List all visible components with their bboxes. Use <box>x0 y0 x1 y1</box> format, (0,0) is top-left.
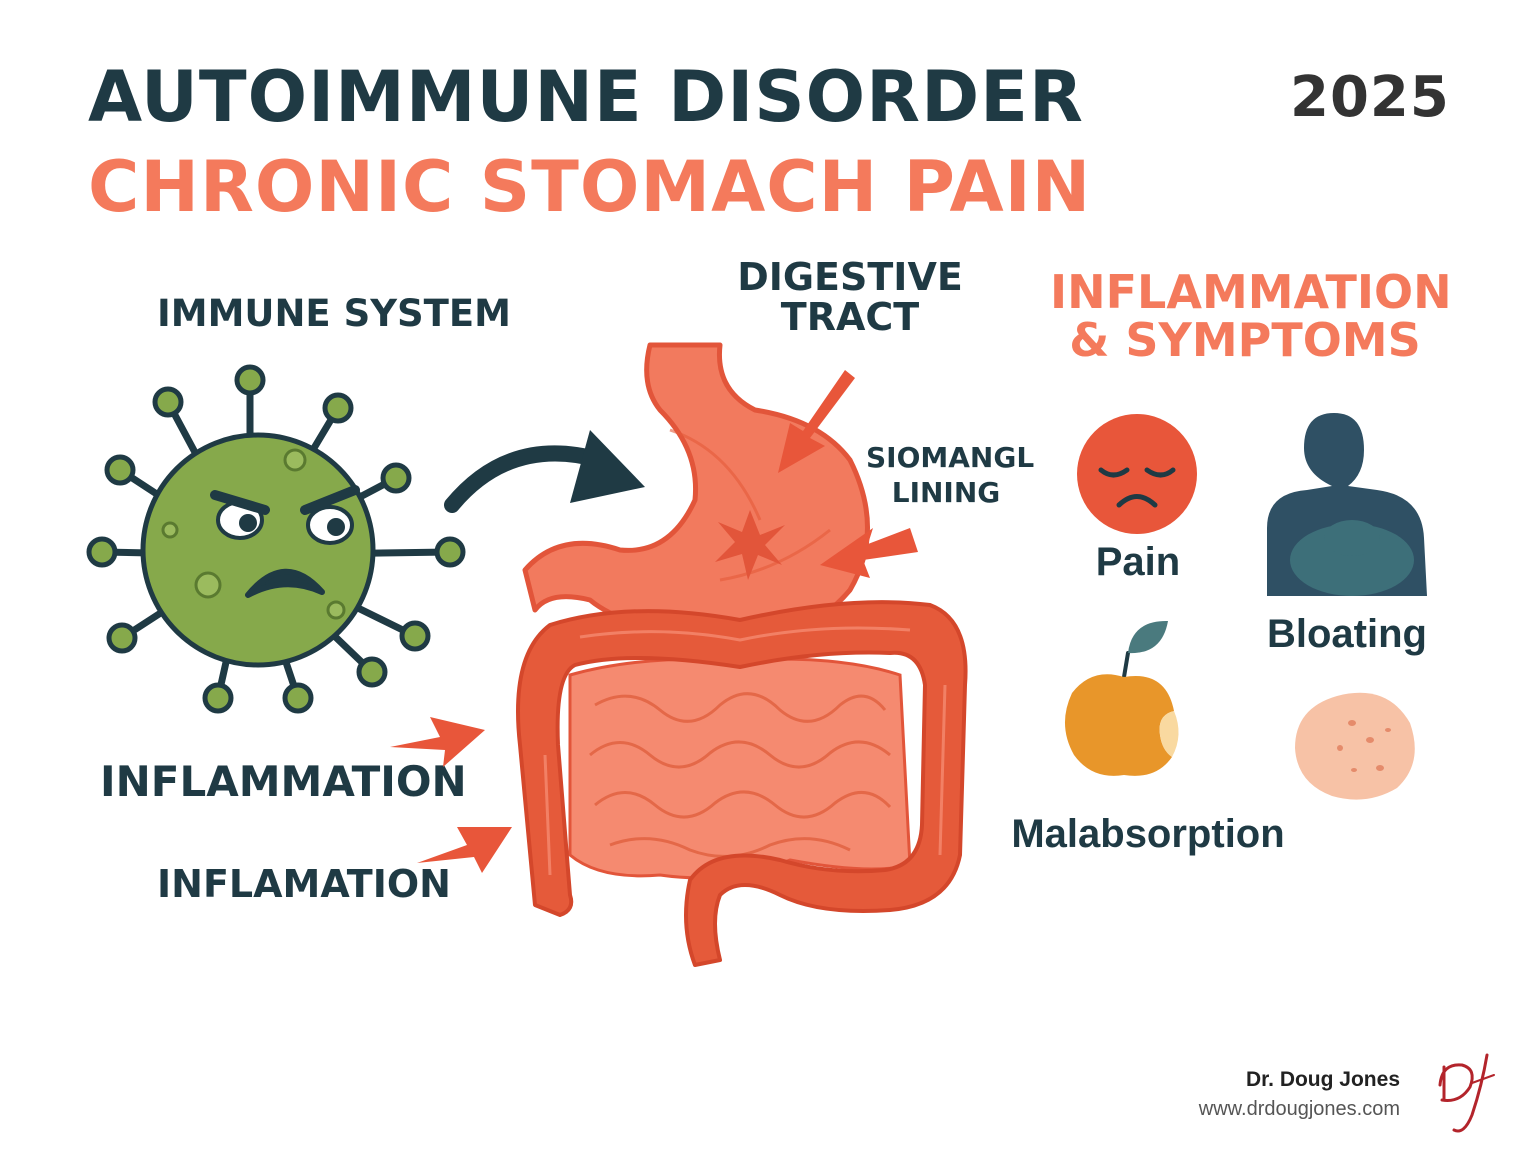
page-subtitle: CHRONIC STOMACH PAIN <box>88 146 1092 228</box>
symptoms-heading: INFLAMMATION & SYMPTOMS <box>1050 265 1452 368</box>
digestive-label-line1: DIGESTIVE <box>737 255 963 299</box>
digestive-tract-label: DIGESTIVE TRACT <box>735 255 965 339</box>
intestines-icon <box>516 600 968 967</box>
inflammation-label-secondary: INFLAMATION <box>157 862 451 906</box>
lining-label-line1: SIOMANGL <box>866 441 1035 474</box>
lining-label-line2: LINING <box>891 476 1001 509</box>
arrow-down-icon <box>778 370 855 473</box>
symptoms-heading-line1: INFLAMMATION <box>1050 265 1452 319</box>
year-label: 2025 <box>1290 65 1450 130</box>
author-website[interactable]: www.drdougjones.com <box>1198 1098 1400 1120</box>
arrow-right-icon <box>390 717 485 767</box>
immune-system-label: IMMUNE SYSTEM <box>157 292 511 335</box>
page-title: AUTOIMMUNE DISORDER <box>88 56 1084 138</box>
symptom-pain-label: Pain <box>1095 540 1181 584</box>
signature-logo-icon <box>1438 1053 1495 1133</box>
author-name: Dr. Doug Jones <box>1245 1068 1400 1091</box>
bitten-apple-icon <box>1064 620 1179 776</box>
curved-arrow-icon <box>444 430 645 513</box>
arrow-left-icon <box>820 528 918 578</box>
sad-face-icon <box>1077 414 1197 534</box>
symptom-bloating-label: Bloating <box>1267 612 1427 656</box>
symptoms-heading-line2: & SYMPTOMS <box>1069 313 1421 368</box>
angry-virus-icon <box>86 364 466 714</box>
inflammation-label: INFLAMMATION <box>100 757 467 806</box>
symptom-malabsorption-label: Malabsorption <box>1011 812 1285 856</box>
arrow-right-icon-2 <box>417 827 512 873</box>
person-silhouette-icon <box>1267 413 1427 596</box>
stomach-lining-label: SIOMANGL LINING <box>866 440 1035 510</box>
skin-patch-icon <box>1295 692 1415 800</box>
digestive-label-line2: TRACT <box>780 294 920 339</box>
